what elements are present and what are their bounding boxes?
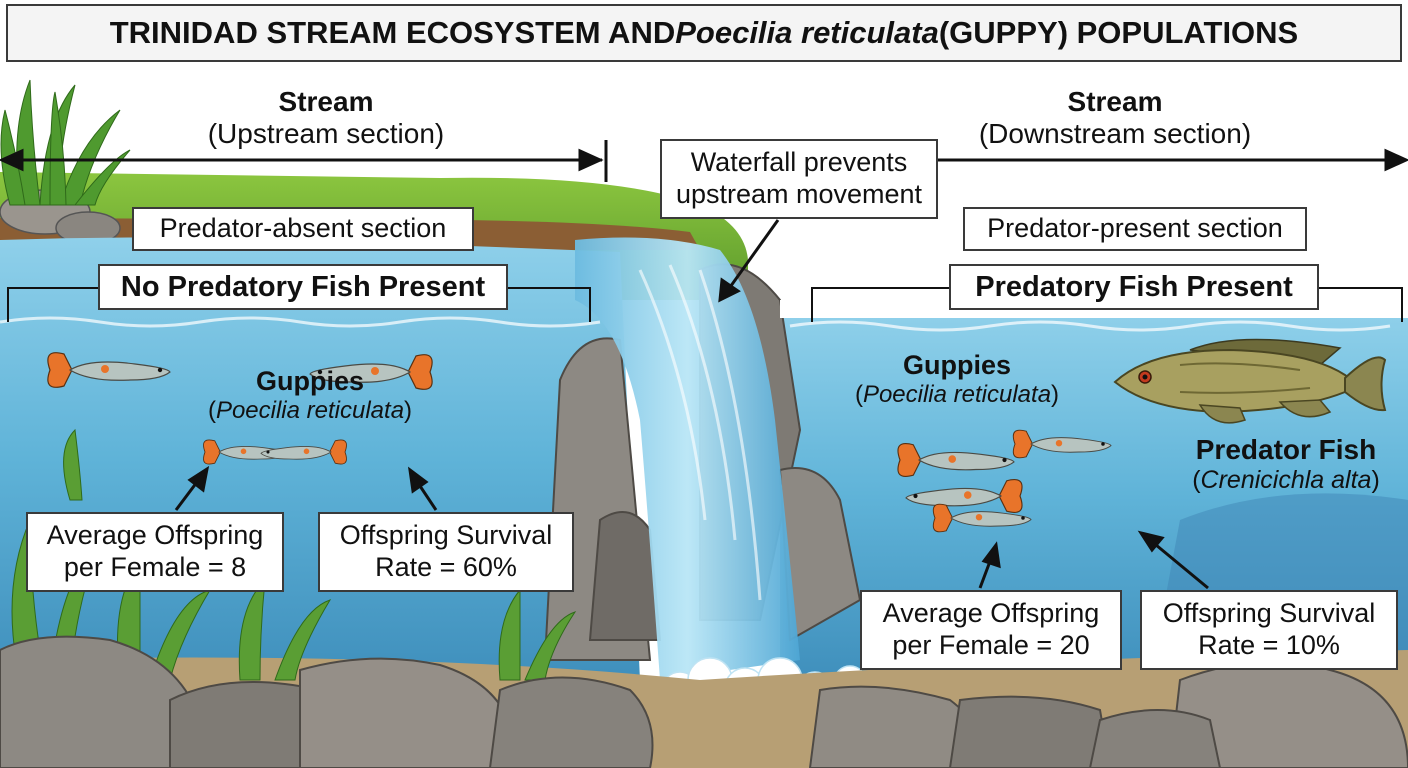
upstream-guppies-close: ) (404, 397, 413, 425)
upstream-avg-offspring-line2: per Female = 8 (63, 552, 247, 582)
downstream-section-tag: Predator-present section (963, 207, 1307, 251)
downstream-stream-title: Stream (1067, 86, 1163, 117)
downstream-section-label: (Downstream section) (978, 118, 1252, 150)
waterfall-streaks (638, 264, 762, 601)
upstream-survival-line1: Offspring Survival (339, 520, 553, 551)
predator-fish-illustration (1113, 338, 1387, 424)
downstream-survival-rate: Offspring Survival Rate = 10% (1140, 590, 1398, 670)
downstream-guppies-close: ) (1051, 381, 1060, 409)
guppy-fish (905, 479, 1023, 513)
guppy-fish (1012, 429, 1112, 459)
upstream-stream-title: Stream (278, 86, 374, 117)
downstream-bracket (811, 287, 1403, 322)
downstream-guppies-sci: Poecilia reticulata (862, 381, 1052, 409)
downstream-survival-line1: Offspring Survival (1162, 598, 1376, 629)
waterfall-label-line1: Waterfall prevents (690, 147, 908, 178)
upstream-avg-offspring: Average Offspring per Female = 8 (26, 512, 284, 592)
guppy-fish (897, 443, 1015, 477)
upstream-section-label: (Upstream section) (207, 118, 445, 150)
predator-fish-open: ( (1192, 466, 1201, 495)
downstream-survival-line2: Rate = 10% (1198, 630, 1340, 660)
downstream-predator-status: Predatory Fish Present (949, 264, 1319, 310)
upstream-survival-rate: Offspring Survival Rate = 60% (318, 512, 574, 592)
stat-pointer-arrows (174, 465, 1209, 590)
upstream-survival-line2: Rate = 60% (375, 552, 517, 582)
downstream-extent-arrow (938, 148, 1408, 172)
predator-fish-common: Predator Fish (1195, 434, 1377, 465)
downstream-avg-offspring-line1: Average Offspring (882, 598, 1100, 629)
downstream-guppies-label: Guppies (Poecilia reticulata) (826, 350, 1088, 409)
waterfall-label-line2: upstream movement (675, 179, 923, 209)
downstream-wave (789, 320, 1391, 332)
upstream-avg-offspring-line1: Average Offspring (46, 520, 264, 551)
predator-fish-close: ) (1371, 466, 1380, 495)
predator-fish-label: Predator Fish (Crenicichla alta) (1170, 434, 1402, 495)
downstream-stream-label: Stream (Downstream section) (950, 86, 1280, 150)
grass-tuft (0, 79, 131, 206)
upstream-section-tag: Predator-absent section (132, 207, 474, 251)
upstream-wave (0, 316, 601, 328)
downstream-avg-offspring: Average Offspring per Female = 20 (860, 590, 1122, 670)
page-title: TRINIDAD STREAM ECOSYSTEM AND Poecilia r… (6, 4, 1402, 62)
guppy-fish (932, 503, 1032, 533)
title-species: Poecilia reticulata (675, 14, 939, 50)
upstream-stream-label: Stream (Upstream section) (176, 86, 476, 150)
waterfall-pointer-arrow (718, 219, 780, 303)
guppy-fish (260, 439, 347, 465)
upstream-guppies-open: ( (207, 397, 216, 425)
downstream-guppies-open: ( (854, 381, 863, 409)
downstream-avg-offspring-line2: per Female = 20 (892, 630, 1090, 660)
predator-fish-sci: Crenicichla alta (1200, 466, 1372, 495)
guppy-fish (309, 354, 433, 390)
upstream-guppies-label: Guppies (Poecilia reticulata) (180, 366, 440, 425)
waterfall (575, 237, 800, 681)
title-prefix: TRINIDAD STREAM ECOSYSTEM AND (109, 14, 676, 50)
guppy-fish-group (47, 352, 1112, 533)
upstream-guppies-sci: Poecilia reticulata (215, 397, 405, 425)
upstream-extent-arrow (0, 140, 608, 182)
upstream-predator-status: No Predatory Fish Present (98, 264, 508, 310)
upstream-guppies-common: Guppies (255, 366, 364, 396)
title-suffix: (GUPPY) POPULATIONS (938, 14, 1299, 50)
downstream-guppies-common: Guppies (902, 350, 1011, 380)
foreground-rocks (0, 635, 1408, 768)
waterfall-label: Waterfall prevents upstream movement (660, 139, 938, 219)
upstream-bracket (7, 287, 591, 322)
guppy-fish (47, 352, 171, 388)
